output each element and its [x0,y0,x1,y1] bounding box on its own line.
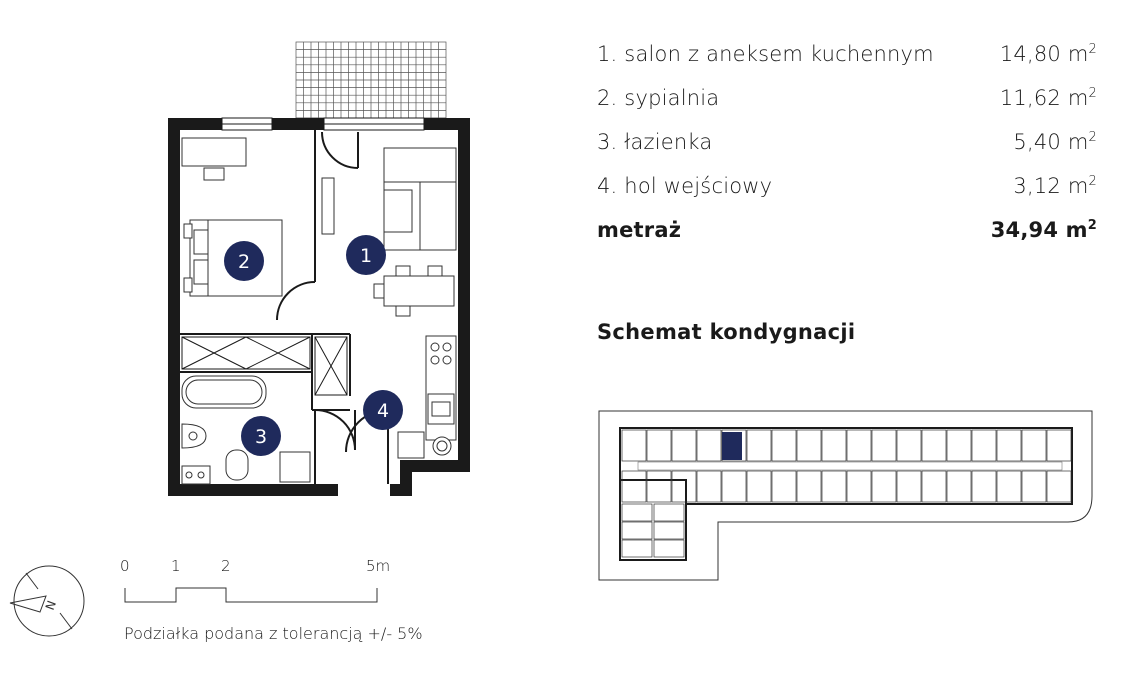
room-row: 1. salon z aneksem kuchennym 14,80 m2 [597,42,1097,86]
schema-unit [621,470,647,503]
room-area: 5,40 m2 [1013,130,1097,154]
room-row: 2. sypialnia 11,62 m2 [597,86,1097,130]
schema-unit [1021,429,1047,462]
schema-unit [721,470,747,503]
scale-tick-1: 1 [171,557,181,575]
room-badge-3-label: 3 [255,426,267,448]
building-wing-side [619,479,687,561]
outer-walls [168,118,470,496]
schema-unit [896,470,922,503]
schema-unit [1046,429,1072,462]
schema-unit [821,470,847,503]
room-row: 3. łazienka 5,40 m2 [597,130,1097,174]
schema-unit [746,470,772,503]
room-badge-2-label: 2 [238,251,250,273]
schema-unit [946,429,972,462]
room-badge-3: 3 [241,416,281,456]
schema-unit [621,429,647,462]
scale-tick-2: 2 [221,557,231,575]
windows [221,117,425,131]
schema-unit [646,429,672,462]
balcony-grid [295,41,447,119]
compass-north-label: N [43,599,59,612]
schema-unit [671,470,697,503]
schema-unit [971,429,997,462]
schema-unit [796,429,822,462]
wardrobes [181,336,348,396]
schema-unit [746,429,772,462]
furniture [181,137,457,485]
floor-plan: 2 1 4 3 N [9,41,470,637]
highlighted-unit [722,432,742,460]
schema-corridor [637,461,1063,471]
interior-walls [180,130,389,484]
room-row: 4. hol wejściowy 3,12 m2 [597,174,1097,218]
room-area-list: 1. salon z aneksem kuchennym 14,80 m2 2.… [597,42,1097,262]
schema-units [621,429,1072,558]
room-badge-1-label: 1 [360,245,372,267]
schema-unit [871,429,897,462]
schema-unit [1046,470,1072,503]
schema-unit [971,470,997,503]
total-area-row: metraż 34,94 m2 [597,218,1097,262]
scale-tick-0: 0 [120,557,130,575]
schema-unit [696,470,722,503]
schema-unit [621,539,653,558]
schema-unit [696,429,722,462]
scale-tick-5: 5m [366,557,391,575]
floor-schema [598,410,1093,581]
room-name: 4. hol wejściowy [597,174,773,198]
room-name: 2. sypialnia [597,86,720,110]
schema-unit [621,503,653,522]
room-badge-4-label: 4 [377,400,389,422]
schema-unit [653,521,685,540]
schema-unit [846,470,872,503]
schema-unit [771,470,797,503]
room-name: 1. salon z aneksem kuchennym [597,42,934,66]
schema-unit [771,429,797,462]
room-badge-4: 4 [363,390,403,430]
room-area: 3,12 m2 [1013,174,1097,198]
schema-unit [871,470,897,503]
total-label: metraż [597,218,682,242]
tolerance-note: Podziałka podana z tolerancją +/- 5% [124,624,423,643]
room-area: 11,62 m2 [999,86,1097,110]
schema-unit [921,429,947,462]
total-area: 34,94 m2 [990,218,1097,242]
room-area: 14,80 m2 [999,42,1097,66]
schema-unit [671,429,697,462]
schema-unit [996,470,1022,503]
schema-title: Schemat kondygnacji [597,320,856,344]
schema-unit [921,470,947,503]
schema-unit [821,429,847,462]
scale-bar [124,587,378,603]
room-badge-2: 2 [224,241,264,281]
schema-unit [653,539,685,558]
schema-unit [846,429,872,462]
schema-unit [946,470,972,503]
schema-unit [621,521,653,540]
schema-unit [996,429,1022,462]
room-badge-1: 1 [346,235,386,275]
schema-unit [653,503,685,522]
schema-unit [896,429,922,462]
compass-icon: N [9,565,85,637]
schema-unit [1021,470,1047,503]
room-name: 3. łazienka [597,130,713,154]
schema-unit [796,470,822,503]
schema-unit [646,470,672,503]
